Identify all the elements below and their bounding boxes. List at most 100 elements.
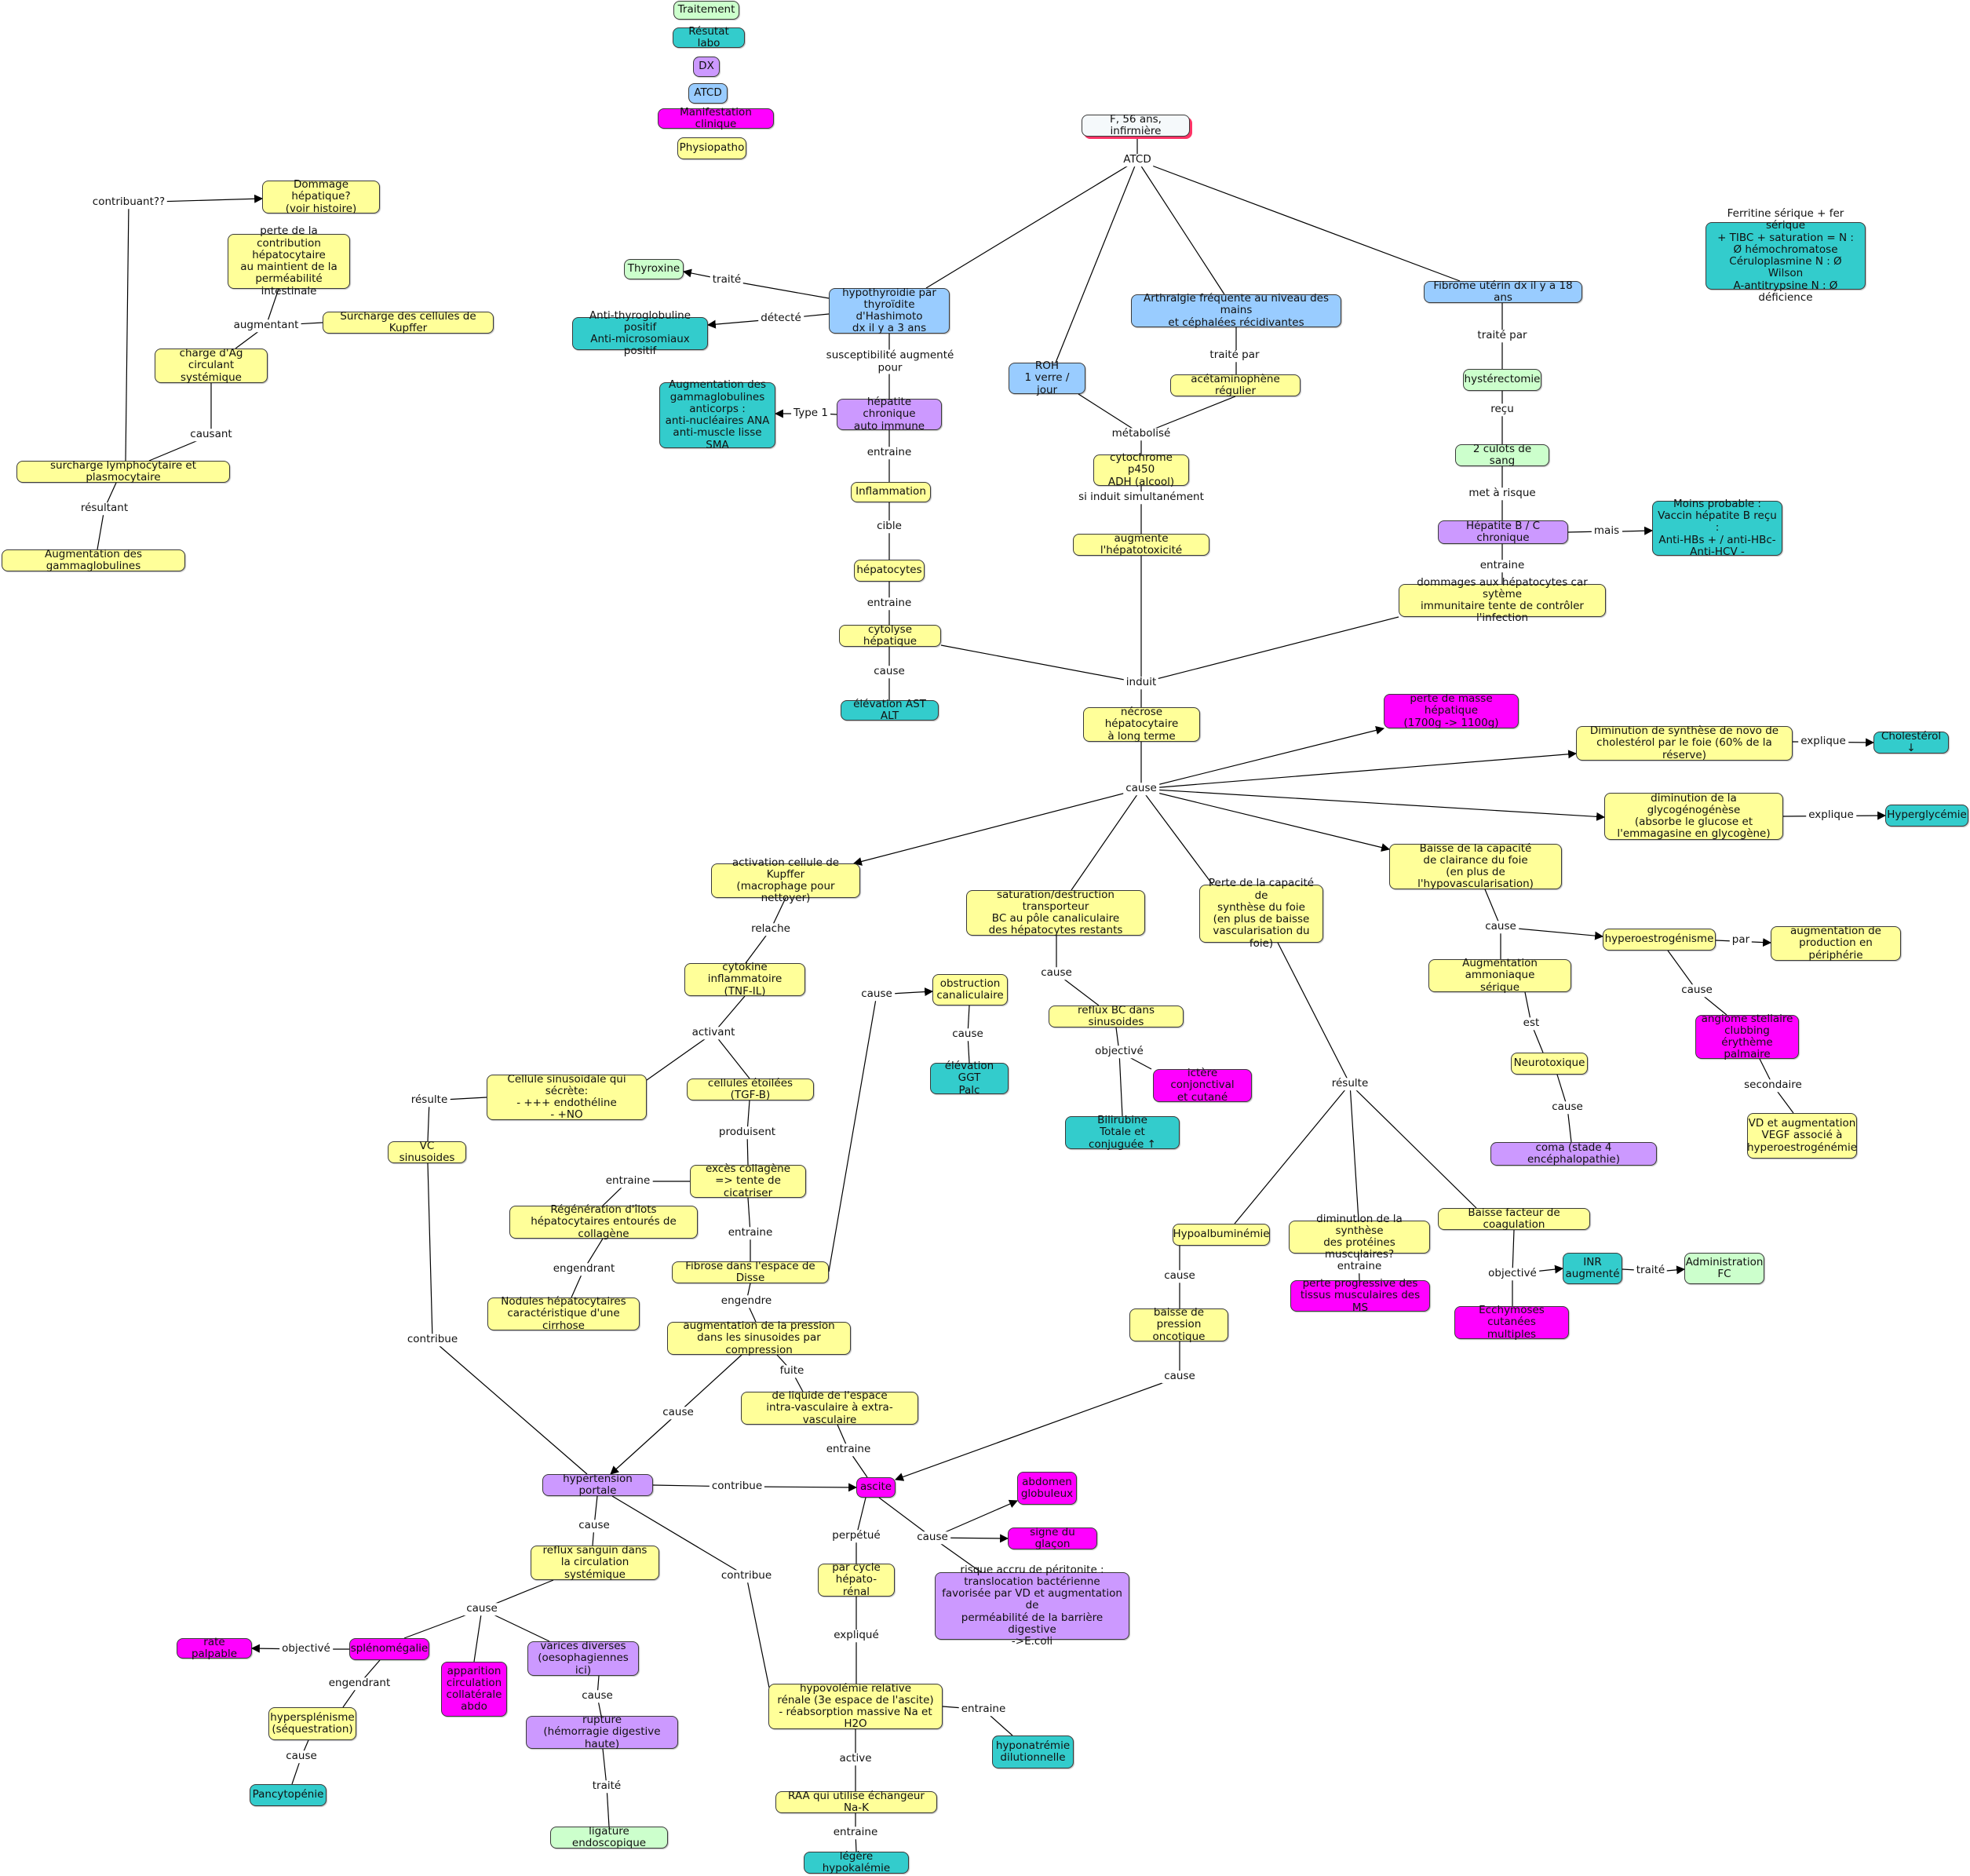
edge-label-metabolise: métabolisé: [1109, 428, 1173, 440]
splenomegalie-node: splénomégalie: [349, 1638, 429, 1660]
edge-label-explique: expliqué: [831, 1630, 881, 1642]
circulation-coll-node: apparition circulation collatérale abdo: [441, 1662, 507, 1717]
connector-line: [1349, 1083, 1359, 1221]
ferritine-node: Ferritine sérique + fer sérique + TIBC +…: [1706, 207, 1866, 303]
connector-line: [1665, 1265, 1686, 1275]
baisse-clairance-node: Baisse de la capacité de clairance du fo…: [1389, 842, 1562, 890]
connector-line: [602, 1748, 607, 1787]
hyponatremie-node: hyponatrémie dilutionnelle: [992, 1735, 1074, 1768]
edge-label-entraine: entraine: [603, 1175, 653, 1188]
connector-line: [746, 1575, 770, 1688]
baisse-pression-node: baisse de pression oncotique: [1129, 1306, 1228, 1342]
edge-label-contribue: contribue: [404, 1334, 461, 1346]
edge-label-est: est: [1520, 1017, 1542, 1030]
liquide-node: de liquide de l'espace intra-vasculaire …: [741, 1389, 918, 1425]
legend-dx: DX: [693, 57, 720, 77]
edge-label-engendre: engendre: [718, 1295, 775, 1308]
edge-label-cause: cause: [914, 1531, 950, 1544]
edge-label-traite-par: traité par: [1207, 349, 1262, 362]
hta-portale-node: hypertension portale: [542, 1473, 653, 1497]
glacon-node: signe du glaçon: [1008, 1526, 1097, 1550]
edge-label-fuite: fuite: [777, 1365, 807, 1378]
coma-node: coma (stade 4 encéphalopathie): [1490, 1141, 1657, 1166]
hypovolemie-node: hypovolémie relative rénale (3e espace d…: [768, 1682, 943, 1730]
edge-label-cause: cause: [579, 1690, 615, 1703]
connector-line: [611, 1495, 747, 1577]
edge-label-entraine: entraine: [1477, 560, 1527, 572]
edge-label-recu: reçu: [1488, 403, 1516, 416]
edge-label-traite: traité: [589, 1780, 624, 1793]
connector-line: [1512, 1229, 1515, 1275]
edge-label-resulte: résulte: [408, 1094, 451, 1107]
acetaminophene-node: acétaminophène régulier: [1170, 373, 1301, 397]
connector-line: [1055, 159, 1138, 363]
connector-line: [427, 1100, 430, 1142]
connector-line: [932, 1499, 1019, 1538]
culots-node: 2 culots de sang: [1455, 443, 1549, 467]
connector-line: [1140, 750, 1578, 790]
legend-manifestation: Manifestation clinique: [658, 106, 774, 130]
hepatocytes-node: hépatocytes: [854, 560, 925, 582]
connector-line: [1277, 942, 1351, 1085]
cholesterol-node: Cholestérol ↓: [1873, 730, 1949, 754]
edge-label-cause: cause: [660, 1407, 696, 1419]
edge-label-perpetue: perpétué: [830, 1530, 883, 1542]
fibrome-node: Fibrome utérin dx il y a 18 ans: [1424, 279, 1582, 304]
regeneration-node: Régénération d'îlots hépatocytaires ento…: [509, 1203, 698, 1239]
edge-label-entraine: entraine: [958, 1703, 1009, 1716]
inr-node: INR augmenté: [1563, 1253, 1622, 1284]
legend-atcd: ATCD: [688, 83, 728, 104]
edge-label-cause: cause: [859, 988, 895, 1001]
admin-fc-node: Administration FC: [1684, 1253, 1764, 1284]
hepatite-bc-node: Hépatite B / C chronique: [1438, 520, 1568, 544]
obstruction-node: obstruction canaliculaire: [932, 974, 1008, 1006]
edge-label-explique: explique: [1798, 735, 1848, 748]
kupffer-node: activation cellule de Kupffer (macrophag…: [711, 856, 860, 904]
connector-line: [1140, 788, 1606, 821]
hysterectomie-node: hystérectomie: [1463, 369, 1541, 391]
edge-label-cause-main: cause: [1123, 783, 1159, 795]
hyperglycemie-node: Hyperglycémie: [1885, 805, 1968, 827]
rate-node: rate palpable: [177, 1636, 252, 1660]
edge-label-cause: cause: [871, 666, 907, 678]
hypersplenisme-node: hypersplénisme (séquestration): [268, 1707, 356, 1740]
connector-line: [473, 1608, 483, 1662]
connector-line: [828, 994, 877, 1272]
connector-line: [265, 288, 279, 327]
edge-label-objective: objectivé: [279, 1643, 333, 1655]
hyperoestro-node: hyperoestrogénisme: [1603, 929, 1716, 951]
edge-label-cause: cause: [950, 1028, 986, 1041]
cytokine-node: cytokine inflammatoire (TNF-IL): [684, 961, 805, 997]
connector-line: [1140, 616, 1399, 684]
connector-line: [1136, 159, 1225, 295]
edge-label-contribue: contribue: [709, 1480, 765, 1493]
connector-line: [1140, 788, 1391, 852]
connector-line: [726, 279, 830, 299]
edge-label-resulte: résulte: [1329, 1078, 1371, 1090]
dommages-node: dommages aux hépatocytes car sytème immu…: [1399, 576, 1606, 624]
vc-sinus-node: VC sinusoides: [388, 1140, 466, 1164]
dommage-hep-node: Dommage hépatique? (voir histoire): [262, 178, 380, 214]
edge-label-cause: cause: [1038, 967, 1074, 980]
perte-synthese-node: Perte de la capacité de synthèse du foie…: [1199, 878, 1323, 949]
collagene-node: excès collagène => tente de cicatriser: [690, 1162, 806, 1199]
hepatotox-node: augmente l'hépatotoxicité: [1073, 532, 1209, 557]
edge-label-explique: explique: [1806, 809, 1856, 822]
connector-line: [1349, 1083, 1477, 1209]
legend-traitement: Traitement: [673, 1, 739, 20]
gamma-anticorps-node: Augmentation des gammaglobulines anticor…: [659, 379, 775, 451]
connector-line: [1234, 1083, 1351, 1225]
patient-node: F, 56 ans, infirmière: [1082, 113, 1190, 137]
baisse-coag-node: Baisse facteur de coagulation: [1438, 1206, 1590, 1231]
etoilees-node: cellules étoilées (TGF-B): [687, 1077, 814, 1101]
legend-physiopatho: Physiopatho: [677, 137, 746, 159]
abdomen-node: abdomen globuleux: [1017, 1472, 1077, 1505]
connector-line: [677, 1354, 742, 1414]
aug-production-node: augmentation de production en périphérie: [1771, 925, 1901, 961]
necrose-node: nécrose hépatocytaire à long terme: [1083, 706, 1200, 742]
connector-line: [606, 1786, 610, 1827]
inflammation-node: Inflammation: [851, 482, 931, 502]
ictere-node: ictère conjonctival et cutané: [1153, 1067, 1252, 1103]
edge-label-objective: objectivé: [1486, 1268, 1539, 1280]
edge-label-entraine: entraine: [864, 447, 914, 459]
